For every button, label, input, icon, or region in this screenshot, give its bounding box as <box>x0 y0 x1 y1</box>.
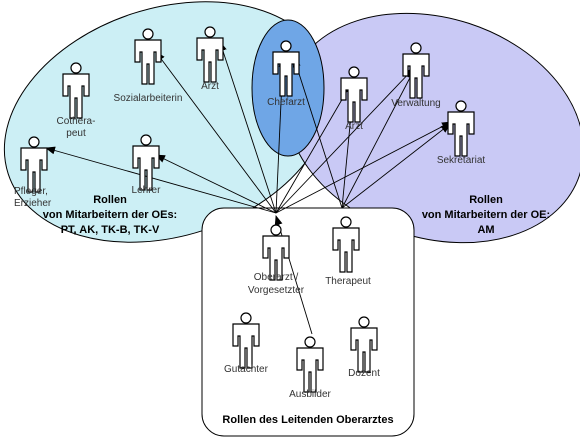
arrow-to-arzt-right <box>275 83 352 214</box>
right-group-title-3: AM <box>477 224 494 236</box>
person-icon-gutachter <box>232 312 260 369</box>
role-label-oberarzt-2: Vorgesetzter <box>248 285 305 296</box>
person-icon-chefarzt <box>272 40 300 97</box>
arrow-to-chefarzt-t <box>292 57 343 209</box>
arrow-to-lehrer <box>155 154 277 214</box>
arrow-to-verwaltung-t <box>341 69 415 209</box>
role-label-sekretariat: Sekretariat <box>437 155 486 166</box>
role-label-chefarzt: Chefarzt <box>267 97 305 108</box>
role-label-erzieher: Erzieher <box>14 198 52 209</box>
person-icon-oberarzt <box>262 224 290 281</box>
role-label-cotherapeut-1: Cothera- <box>57 116 96 127</box>
person-icon-arzt-left <box>196 26 224 83</box>
left-group-title-1: Rollen <box>93 194 127 206</box>
role-label-lehrer: Lehrer <box>132 185 162 196</box>
arrow-to-sozialarbeiterin <box>155 51 277 214</box>
center-group-title: Rollen des Leitenden Oberarztes <box>222 414 393 426</box>
arrow-to-sekretariat-t <box>341 123 451 209</box>
person-icon-pfleger <box>20 136 48 193</box>
arrow-to-pfleger <box>45 146 277 214</box>
person-icon-ausbilder <box>296 336 324 393</box>
arrow-to-verwaltung <box>275 67 415 214</box>
person-icon-lehrer <box>132 134 160 191</box>
role-label-pfleger: Pfleger, <box>14 186 48 197</box>
persons <box>20 26 475 393</box>
person-icon-sozialarbeiterin <box>134 28 162 85</box>
person-icon-arzt-right <box>340 66 368 123</box>
person-icon-therapeut <box>332 216 360 273</box>
left-group-title-3: PT, AK, TK-B, TK-V <box>61 224 160 236</box>
role-label-cotherapeut-2: peut <box>66 128 86 139</box>
right-group-title-1: Rollen <box>469 194 503 206</box>
role-label-verwaltung: Verwaltung <box>391 98 440 109</box>
left-group-title-2: von Mitarbeitern der OEs: <box>43 209 177 221</box>
person-icon-cotherapeut <box>62 62 90 119</box>
right-group-title-2: von Mitarbeitern der OE: <box>422 209 550 221</box>
person-icon-dozent <box>350 316 378 373</box>
role-label-arzt-right: Arzt <box>345 121 363 132</box>
arrow-to-arzt-left <box>218 41 277 214</box>
role-label-dozent: Dozent <box>348 368 380 379</box>
person-icon-verwaltung <box>402 42 430 99</box>
role-label-ausbilder: Ausbilder <box>289 389 331 400</box>
role-label-oberarzt-1: Oberarzt / <box>254 272 299 283</box>
role-label-therapeut: Therapeut <box>325 276 371 287</box>
role-label-sozialarbeiterin: Sozialarbeiterin <box>114 93 183 104</box>
person-icon-sekretariat <box>447 100 475 157</box>
role-label-arzt-left: Arzt <box>201 81 219 92</box>
role-label-gutachter: Gutachter <box>224 364 269 375</box>
